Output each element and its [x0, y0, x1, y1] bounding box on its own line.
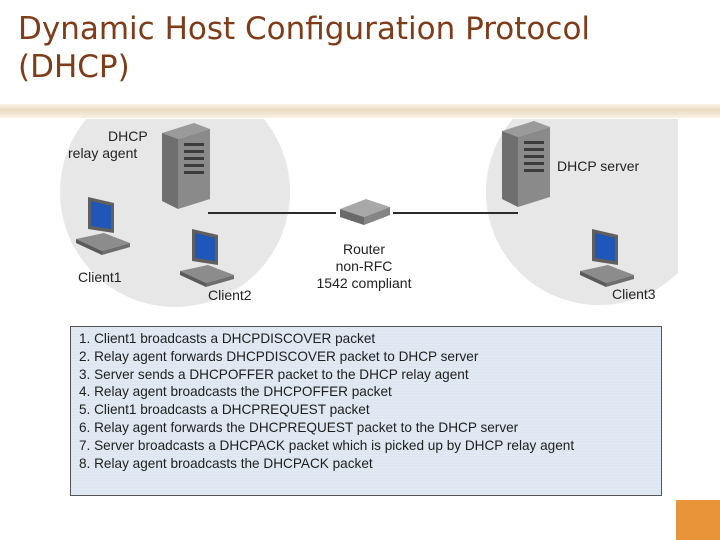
- client3-label: Client3: [612, 286, 656, 302]
- step-item: 4. Relay agent broadcasts the DHCPOFFER …: [79, 384, 392, 400]
- step-item: 3. Server sends a DHCPOFFER packet to th…: [79, 366, 469, 382]
- title-divider: [0, 104, 720, 118]
- router-icon: [340, 199, 390, 225]
- step-item: 8. Relay agent broadcasts the DHCPACK pa…: [79, 455, 373, 471]
- step-item: 5. Client1 broadcasts a DHCPREQUEST pack…: [79, 402, 370, 418]
- dhcp-server-icon: [502, 121, 550, 207]
- dhcp-steps-list: 1. Client1 broadcasts a DHCPDISCOVER pac…: [71, 327, 661, 472]
- dhcp-server-label: DHCP server: [557, 158, 640, 174]
- slide-title: Dynamic Host Configuration Protocol (DHC…: [18, 11, 591, 85]
- link-router-to-server: [393, 212, 518, 214]
- step-item: 1. Client1 broadcasts a DHCPDISCOVER pac…: [79, 331, 376, 346]
- client3-computer-icon: [580, 229, 634, 287]
- relay-agent-server-icon: [162, 123, 210, 209]
- relay-agent-label-line1: DHCP: [108, 128, 148, 144]
- client2-label: Client2: [208, 287, 252, 303]
- step-item: 7. Server broadcasts a DHCPACK packet wh…: [79, 437, 575, 453]
- router-label-line3: 1542 compliant: [316, 275, 412, 291]
- client2-computer-icon: [180, 229, 234, 287]
- step-item: 2. Relay agent forwards DHCPDISCOVER pac…: [79, 348, 479, 364]
- step-item: 6. Relay agent forwards the DHCPREQUEST …: [79, 419, 519, 435]
- router-label-line1: Router: [342, 241, 386, 257]
- dhcp-steps-panel: 1. Client1 broadcasts a DHCPDISCOVER pac…: [70, 326, 662, 496]
- relay-agent-label-line2: relay agent: [68, 145, 138, 161]
- dhcp-relay-diagram: DHCP relay agent DHCP server Router non-…: [48, 119, 678, 506]
- router-label-line2: non-RFC: [335, 258, 393, 274]
- client1-computer-icon: [76, 197, 130, 255]
- client1-label: Client1: [78, 269, 122, 285]
- link-relay-to-router: [208, 212, 336, 214]
- corner-accent: [676, 500, 720, 540]
